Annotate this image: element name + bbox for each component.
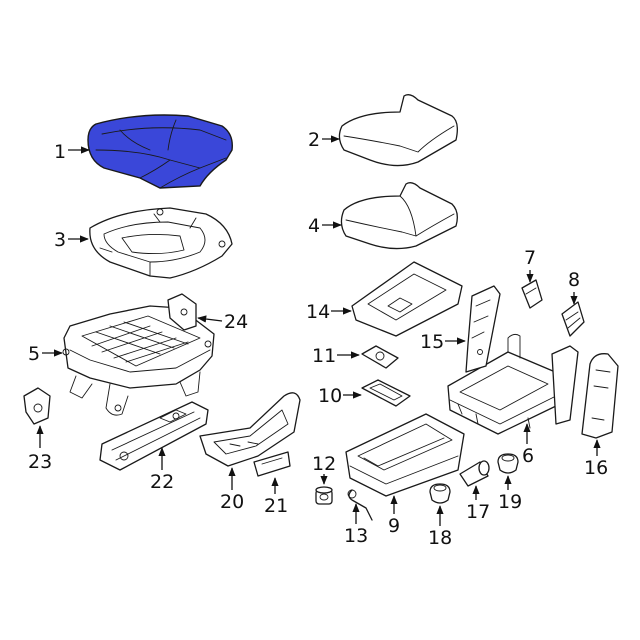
callout-label: 15 [420,331,444,353]
callout-5[interactable]: 5 [28,343,63,365]
callout-label: 24 [224,311,248,333]
part-15-side-bracket[interactable] [465,285,501,373]
part-21-cover-plate[interactable] [253,451,291,477]
part-8-bracket[interactable] [561,301,585,337]
callout-label: 17 [466,501,490,523]
part-2-cushion-pad[interactable] [338,94,458,167]
part-5-seat-frame[interactable] [62,305,215,416]
callout-19[interactable]: 19 [498,475,522,513]
callout-label: 22 [150,471,174,493]
part-1-seat-cushion[interactable] [87,114,233,189]
callout-label: 5 [28,343,40,365]
callout-18[interactable]: 18 [428,505,452,549]
part-23-bracket[interactable] [23,387,51,425]
callout-20[interactable]: 20 [220,467,244,513]
callout-24[interactable]: 24 [197,311,248,333]
callout-label: 23 [28,451,52,473]
callout-1[interactable]: 1 [54,141,90,163]
part-6-seat-base[interactable] [447,333,561,435]
callout-label: 3 [54,229,66,251]
callout-8[interactable]: 8 [568,269,580,305]
part-10-plate[interactable] [361,379,411,407]
part-22-track-rail[interactable] [99,401,209,471]
callout-label: 16 [584,457,608,479]
callout-23[interactable]: 23 [28,425,52,473]
part-11-latch[interactable] [361,345,399,369]
part-9-storage-tray[interactable] [345,413,465,497]
callout-16[interactable]: 16 [584,439,608,479]
part-14-tray-insert[interactable] [351,261,463,337]
callout-label: 20 [220,491,244,513]
callout-11[interactable]: 11 [312,345,360,367]
callout-label: 11 [312,345,336,367]
part-12-bushing[interactable] [315,486,333,505]
callout-7[interactable]: 7 [524,247,536,283]
callout-2[interactable]: 2 [308,129,340,151]
callout-label: 14 [306,301,330,323]
callout-label: 8 [568,269,580,291]
part-20-side-shield[interactable] [199,392,301,467]
part-19-cap[interactable] [497,453,519,474]
callout-label: 18 [428,527,452,549]
callout-label: 7 [524,247,536,269]
callout-9[interactable]: 9 [388,495,400,537]
part-7-bracket[interactable] [521,279,543,309]
callout-label: 1 [54,141,66,163]
part-4-cushion-pad[interactable] [340,182,458,250]
callout-4[interactable]: 4 [308,215,342,237]
callout-label: 12 [312,453,336,475]
callout-22[interactable]: 22 [150,447,174,493]
callout-label: 10 [318,385,342,407]
callout-label: 13 [344,525,368,547]
callout-13[interactable]: 13 [344,503,368,547]
part-17-sleeve[interactable] [459,460,490,487]
callout-15[interactable]: 15 [420,331,466,353]
callout-17[interactable]: 17 [466,485,490,523]
part-13-spring[interactable] [347,489,373,521]
callout-12[interactable]: 12 [312,453,336,485]
callout-label: 19 [498,491,522,513]
callout-21[interactable]: 21 [264,477,288,517]
callout-label: 21 [264,495,288,517]
callout-label: 9 [388,515,400,537]
callout-3[interactable]: 3 [54,229,89,251]
callout-6[interactable]: 6 [522,423,534,467]
callout-14[interactable]: 14 [306,301,352,323]
callout-10[interactable]: 10 [318,385,362,407]
callout-label: 4 [308,215,320,237]
part-3-cushion-foam[interactable] [89,207,233,279]
callout-label: 2 [308,129,320,151]
part-24-bracket[interactable] [167,293,197,331]
part-18-cap[interactable] [429,483,451,504]
part-16-side-panel[interactable] [551,345,619,439]
callout-label: 6 [522,445,534,467]
